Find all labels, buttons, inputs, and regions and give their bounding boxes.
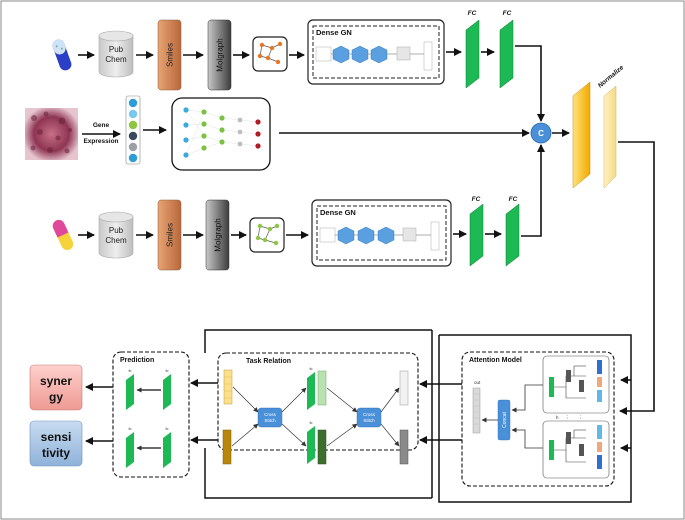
prediction-title: Prediction (120, 357, 154, 364)
concat-node-label: C (538, 129, 544, 138)
drug1-smiles-block: Smiles (157, 19, 182, 91)
concat-node: C (530, 122, 552, 144)
svg-text:⋮: ⋮ (565, 415, 570, 420)
cross-stitch-2-line2: Stitch (363, 418, 375, 423)
gene-expression-label-line2: Expression (83, 138, 118, 145)
task-relation-panel: Task Relation Cross Stitch fc fc Cross S… (217, 352, 419, 465)
cross-stitch-1-line1: Cross (264, 412, 277, 417)
synergy-output-box: syner gy (29, 364, 83, 411)
gene-expression-label-line1: Gene (93, 122, 110, 129)
normalize-layer: Normalize (572, 64, 626, 189)
svg-text:h: h (556, 415, 559, 420)
svg-text:fc: fc (309, 420, 312, 425)
drug2-molecule-graph-icon (249, 217, 285, 253)
drug2-fc1-label: FC (472, 196, 481, 203)
drug1-pubchem-database: Pub Chem (98, 30, 134, 78)
gene-expression-vector (125, 95, 141, 165)
cross-stitch-2-line1: Cross (363, 412, 376, 417)
drug2-smiles-block: Smiles (157, 199, 182, 271)
drug1-dense-gnn-panel: Dense GN (307, 19, 445, 85)
prediction-fc-sensitivity-2 (163, 432, 171, 468)
prediction-fc-label-1: fc (128, 368, 131, 373)
gene-expression-neural-network (171, 97, 271, 171)
drug1-fc2-label: FC (503, 10, 512, 17)
drug2-pubchem-line1: Pub (109, 226, 124, 235)
prediction-fc-label-2: fc (165, 368, 168, 373)
svg-text:⋮: ⋮ (578, 415, 583, 420)
drug2-dense-gnn-panel: Dense GN (311, 199, 452, 267)
synergy-line2: gy (49, 390, 63, 404)
attention-model-panel: Attention Model out Concat h ⋮ ⋮ (461, 351, 615, 487)
attention-concat-label: Concat (502, 411, 508, 427)
drug1-fc-layer-1: FC (465, 10, 480, 89)
drug1-smiles-label: Smiles (166, 43, 175, 67)
drug2-pubchem-database: Pub Chem (98, 211, 134, 259)
sensitivity-output-box: sensi tivity (29, 420, 83, 467)
svg-text:fc: fc (309, 366, 312, 371)
drug2-molgraph-label: Molgraph (214, 218, 223, 251)
prediction-fc-synergy-1 (126, 374, 134, 410)
drug2-fc2-label: FC (509, 196, 518, 203)
cross-stitch-unit-2 (356, 407, 382, 428)
prediction-fc-sensitivity-1 (126, 432, 134, 468)
drug2-fc-layer-2: FC (505, 196, 520, 267)
drug1-gnn-title: Dense GN (316, 28, 352, 37)
drug1-fc1-label: FC (468, 10, 477, 17)
drug1-pill-icon (52, 39, 72, 71)
prediction-panel: Prediction fc fc fc fc (112, 351, 190, 478)
sensitivity-line1: sensi (41, 430, 72, 444)
drug1-pubchem-line2: Chem (105, 55, 127, 64)
attention-model-title: Attention Model (469, 357, 522, 364)
sensitivity-line2: tivity (42, 446, 70, 460)
attention-out-label: out (474, 380, 481, 385)
prediction-fc-label-4: fc (165, 426, 168, 431)
prediction-fc-synergy-2 (163, 374, 171, 410)
drug2-fc-layer-1: FC (469, 196, 484, 267)
drug2-smiles-label: Smiles (166, 223, 175, 247)
cross-stitch-unit-1 (257, 407, 283, 428)
cross-stitch-1-line2: Stitch (264, 418, 276, 423)
drug2-capsule-icon (52, 219, 74, 251)
drug2-molgraph-block: Molgraph (205, 199, 230, 271)
drug1-fc-layer-2: FC (499, 10, 514, 89)
drug1-molecule-graph-icon (252, 36, 288, 72)
normalize-label: Normalize (597, 64, 626, 90)
task-relation-title: Task Relation (246, 358, 291, 365)
drug1-molgraph-label: Molgraph (216, 38, 225, 71)
cell-line-tissue-image (25, 108, 78, 160)
drug2-gnn-title: Dense GN (320, 208, 356, 217)
drug1-pubchem-line1: Pub (109, 45, 124, 54)
drug1-molgraph-block: Molgraph (207, 19, 232, 91)
prediction-fc-label-3: fc (128, 426, 131, 431)
drug2-pubchem-line2: Chem (105, 236, 127, 245)
synergy-line1: syner (40, 374, 72, 388)
